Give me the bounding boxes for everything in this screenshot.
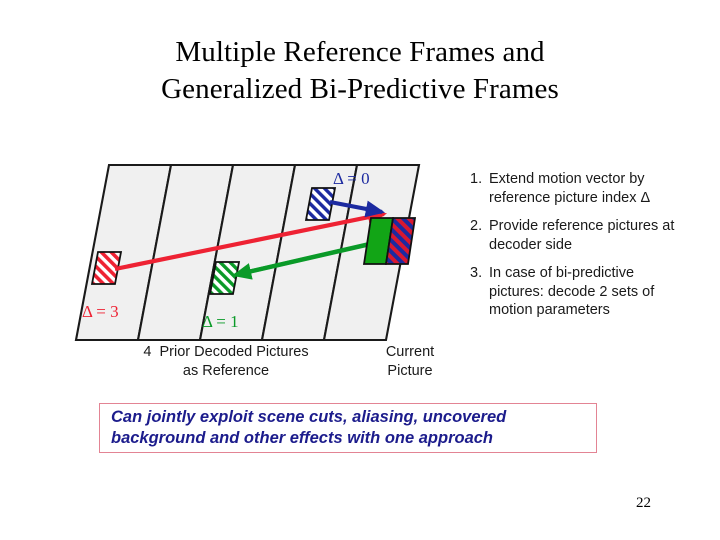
step-item-1: 1. Extend motion vector by reference pic… <box>470 170 680 207</box>
step-text-2: Provide reference pictures at decoder si… <box>489 218 675 253</box>
page-title: Multiple Reference Frames and Generalize… <box>0 34 720 108</box>
summary-callout-box: Can jointly exploit scene cuts, aliasing… <box>99 403 597 453</box>
page-title-line-2: Generalized Bi-Predictive Frames <box>161 73 559 105</box>
caption-current-picture: Current Picture <box>385 344 435 379</box>
block-delta-1 <box>208 261 241 295</box>
page-number: 22 <box>636 495 651 511</box>
step-number-2: 2. <box>470 218 483 234</box>
label-delta-0: Δ = 0 <box>333 169 370 188</box>
steps-list: 1. Extend motion vector by reference pic… <box>470 170 680 330</box>
block-current-striped <box>384 217 417 265</box>
step-item-3: 3. In case of bi-predictive pictures: de… <box>470 264 680 320</box>
summary-callout-text: Can jointly exploit scene cuts, aliasing… <box>111 408 507 447</box>
block-delta-3 <box>90 251 123 285</box>
block-delta-0 <box>304 187 337 221</box>
step-number-1: 1. <box>470 171 483 187</box>
motion-vector-blue <box>329 199 386 218</box>
page-title-line-1: Multiple Reference Frames and <box>175 36 545 68</box>
step-text-3: In case of bi-predictive pictures: decod… <box>489 265 655 318</box>
motion-vector-green-shaft <box>242 238 383 276</box>
reference-frames-diagram: Δ = 3 Δ = 1 Δ = 0 <box>68 152 468 392</box>
caption-prior-decoded-pictures: 4 Prior Decoded Pictures as Reference <box>143 344 309 379</box>
label-delta-3: Δ = 3 <box>82 302 119 321</box>
motion-vector-red <box>114 208 388 272</box>
label-delta-1: Δ = 1 <box>202 312 239 331</box>
step-item-2: 2. Provide reference pictures at decoder… <box>470 217 680 254</box>
step-text-1: Extend motion vector by reference pictur… <box>489 171 651 206</box>
step-number-3: 3. <box>470 265 483 281</box>
